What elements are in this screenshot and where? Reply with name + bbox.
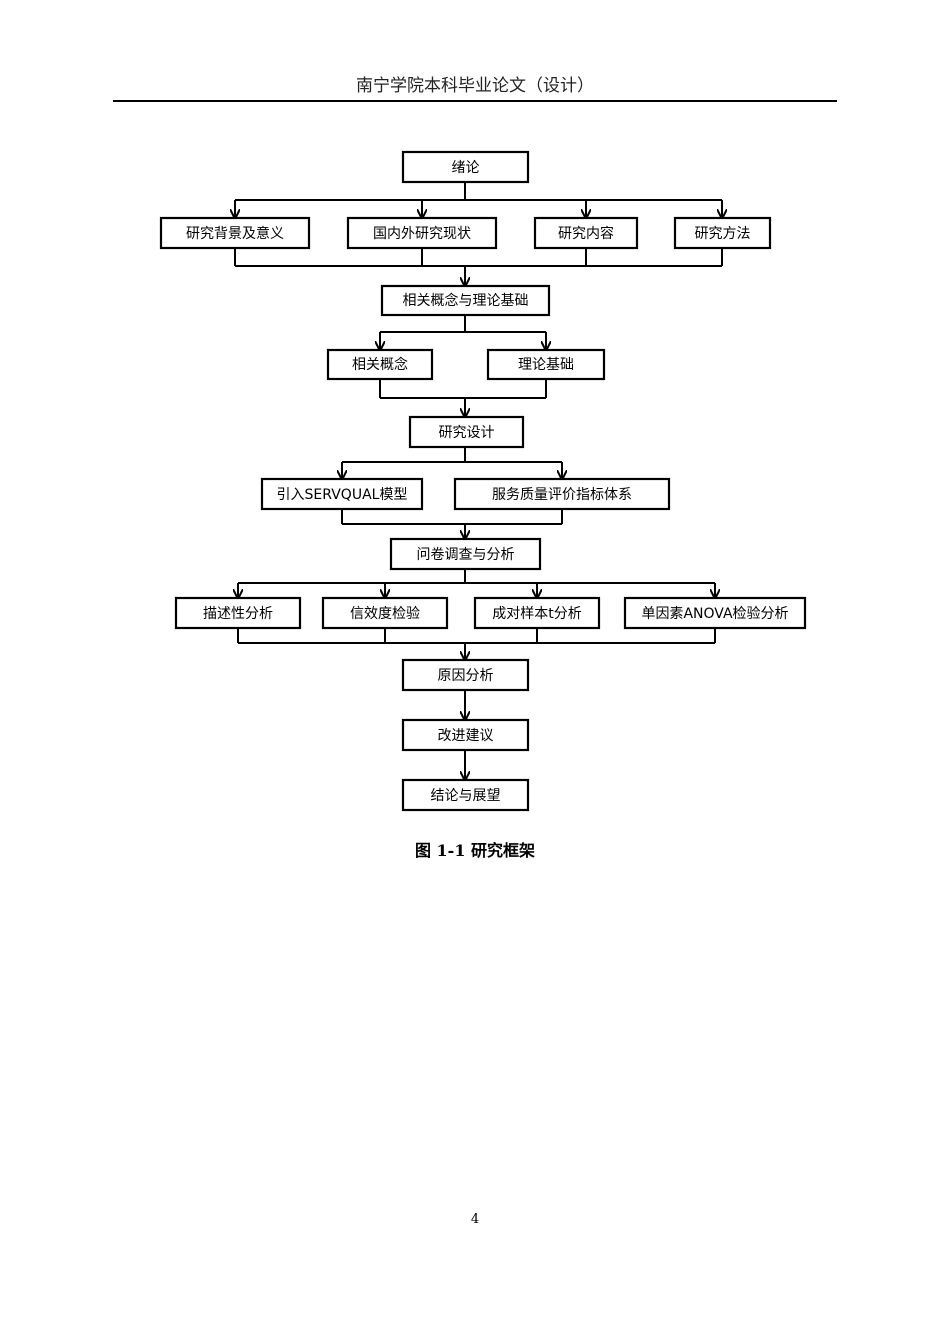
node-theory: 相关概念与理论基础 xyxy=(380,284,551,317)
node-servqual-label: 引入SERVQUAL模型 xyxy=(277,487,408,503)
connectors xyxy=(235,182,722,780)
node-cause: 原因分析 xyxy=(401,658,530,692)
node-design-label: 研究设计 xyxy=(439,425,495,441)
node-cause-label: 原因分析 xyxy=(438,668,494,684)
node-method-label: 研究方法 xyxy=(695,226,751,242)
node-indicators-label: 服务质量评价指标体系 xyxy=(492,487,632,503)
node-suggest: 改进建议 xyxy=(401,718,530,752)
node-anova-label: 单因素ANOVA检验分析 xyxy=(641,606,788,622)
node-reliability-label: 信效度检验 xyxy=(350,606,420,622)
node-servqual: 引入SERVQUAL模型 xyxy=(260,477,424,511)
node-anova: 单因素ANOVA检验分析 xyxy=(623,596,807,630)
node-background: 研究背景及意义 xyxy=(159,216,311,250)
node-indicators: 服务质量评价指标体系 xyxy=(453,477,671,511)
page-number: 4 xyxy=(470,1212,480,1227)
node-descriptive: 描述性分析 xyxy=(174,596,302,630)
node-method: 研究方法 xyxy=(673,216,772,250)
node-reliability: 信效度检验 xyxy=(321,596,449,630)
node-theory-label: 相关概念与理论基础 xyxy=(403,292,529,309)
figure-caption: 图 1-1 研究框架 xyxy=(414,841,536,860)
node-intro-label: 绪论 xyxy=(452,160,480,176)
header-rule xyxy=(113,100,837,102)
research-framework-diagram: 绪论 研究背景及意义 国内外研究现状 研究内容 研究方法 相关概念与理论基础 相… xyxy=(159,150,807,812)
node-suggest-label: 改进建议 xyxy=(438,728,494,744)
node-intro: 绪论 xyxy=(401,150,530,184)
page-header-title: 南宁学院本科毕业论文（设计） xyxy=(356,76,594,96)
node-survey: 问卷调查与分析 xyxy=(389,537,542,571)
node-background-label: 研究背景及意义 xyxy=(186,225,284,242)
node-ttest-label: 成对样本t分析 xyxy=(492,606,582,622)
node-concepts-label: 相关概念 xyxy=(352,356,408,373)
node-ttest: 成对样本t分析 xyxy=(473,596,601,630)
node-conclusion: 结论与展望 xyxy=(401,778,530,812)
node-survey-label: 问卷调查与分析 xyxy=(417,547,515,563)
node-status-label: 国内外研究现状 xyxy=(373,226,471,242)
node-basis: 理论基础 xyxy=(486,348,606,381)
node-concepts: 相关概念 xyxy=(326,348,434,381)
node-content-label: 研究内容 xyxy=(558,225,614,242)
node-basis-label: 理论基础 xyxy=(518,356,574,373)
node-content: 研究内容 xyxy=(533,216,639,250)
node-design: 研究设计 xyxy=(408,415,525,449)
node-conclusion-label: 结论与展望 xyxy=(431,788,501,804)
node-descriptive-label: 描述性分析 xyxy=(203,606,273,622)
node-status: 国内外研究现状 xyxy=(346,216,498,250)
